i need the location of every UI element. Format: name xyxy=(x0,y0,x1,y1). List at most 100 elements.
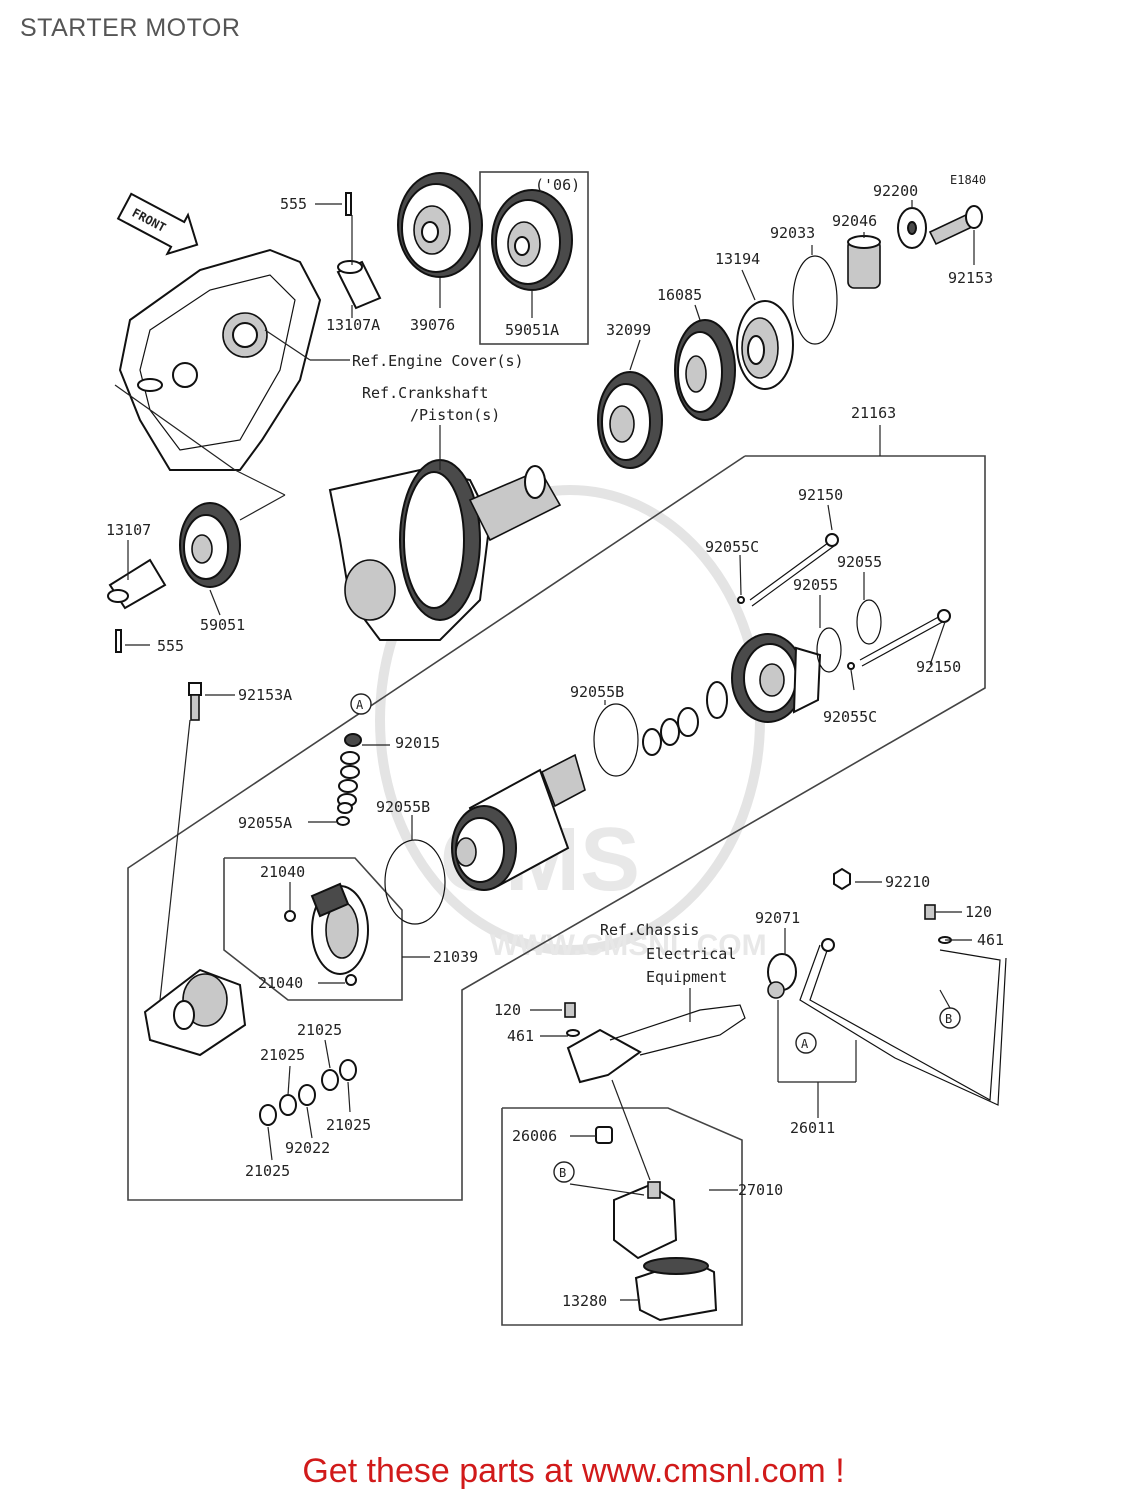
year-variant-label: ('06) xyxy=(535,176,580,194)
page-title: STARTER MOTOR xyxy=(20,14,241,42)
shaft-13107 xyxy=(107,558,167,610)
dowel-pin-555-bottom xyxy=(115,629,122,653)
part-label: 92210 xyxy=(885,873,930,891)
part-label: 92055B xyxy=(376,798,430,816)
starter-end-cover xyxy=(731,633,822,723)
ref-chassis-1: Ref.Chassis xyxy=(600,921,699,939)
ref-chassis-2: Electrical xyxy=(646,945,736,963)
o-ring-92055b-top xyxy=(593,703,639,777)
leader-lines xyxy=(114,200,975,1301)
relay-bracket xyxy=(564,1002,746,1084)
tag-b-left xyxy=(553,1161,575,1183)
brush-holder-21039 xyxy=(284,882,369,986)
gear-59051a xyxy=(491,189,573,291)
circlip-92033 xyxy=(792,255,838,345)
part-label: 21163 xyxy=(851,404,896,422)
svg-text:A: A xyxy=(801,1037,809,1051)
assembly-frame-21163 xyxy=(127,455,986,1201)
engine-cover xyxy=(118,248,322,471)
part-label: 92150 xyxy=(916,658,961,676)
svg-text:B: B xyxy=(559,1166,566,1180)
gear-32099 xyxy=(597,371,663,469)
gear-16085 xyxy=(674,319,736,421)
part-label: 92015 xyxy=(395,734,440,752)
bolt-120-right xyxy=(924,904,952,944)
ref-engine-cover: Ref.Engine Cover(s) xyxy=(352,352,524,370)
part-label: 13280 xyxy=(562,1292,607,1310)
front-arrow-icon: FRONT xyxy=(116,192,199,256)
washer-92200 xyxy=(897,207,927,249)
watermark-url: WWW.CMSNL.COM xyxy=(490,929,767,962)
cap-92071 xyxy=(767,953,797,999)
part-label: 92055A xyxy=(238,814,292,832)
needle-bearing-92046 xyxy=(847,235,881,289)
crankshaft xyxy=(328,459,562,641)
relay-frame-27010 xyxy=(501,1107,743,1326)
stacked-washers xyxy=(336,733,362,826)
part-label: 92071 xyxy=(755,909,800,927)
starter-relay-27010 xyxy=(613,1181,678,1260)
part-label: 92055C xyxy=(705,538,759,556)
part-label: 21025 xyxy=(245,1162,290,1180)
part-label: 92200 xyxy=(873,182,918,200)
o-ring-92055-b xyxy=(856,599,882,645)
relay-cap-26006 xyxy=(595,1126,613,1144)
part-label: 555 xyxy=(280,195,307,213)
long-bolt-92150-top xyxy=(749,539,833,601)
part-label: 555 xyxy=(157,637,184,655)
relay-boot-13280 xyxy=(634,1257,718,1322)
dowel-pin-555-top xyxy=(345,192,352,216)
shims xyxy=(642,681,728,756)
o-ring-92055c-bot xyxy=(847,662,855,670)
part-label: 92153A xyxy=(238,686,292,704)
o-ring-92055-a xyxy=(816,627,842,673)
part-label: 461 xyxy=(977,931,1004,949)
washers-21025 xyxy=(259,1059,357,1126)
shaft-13107a xyxy=(336,260,382,310)
part-label: 21025 xyxy=(297,1021,342,1039)
part-label: 92055C xyxy=(823,708,877,726)
ref-crankshaft-2: /Piston(s) xyxy=(410,406,500,424)
part-label: 461 xyxy=(507,1027,534,1045)
part-label: 13194 xyxy=(715,250,760,268)
diagram-code: E1840 xyxy=(950,173,986,187)
part-label: 39076 xyxy=(410,316,455,334)
starter-cable-26011 xyxy=(799,938,1007,1106)
bolt-92153 xyxy=(928,205,983,246)
part-label: 59051A xyxy=(505,321,559,339)
part-label: 27010 xyxy=(738,1181,783,1199)
part-label: 120 xyxy=(494,1001,521,1019)
gear-59051 xyxy=(179,502,241,588)
o-ring-92055c-top xyxy=(737,596,745,604)
tag-a-top xyxy=(350,693,372,715)
part-label: 32099 xyxy=(606,321,651,339)
part-numbers: 555 13107A 39076 59051A 92200 92046 9203… xyxy=(106,182,1004,1310)
part-label: 16085 xyxy=(657,286,702,304)
part-label: 92153 xyxy=(948,269,993,287)
part-label: 92055 xyxy=(837,553,882,571)
part-label: 120 xyxy=(965,903,992,921)
part-label: 26011 xyxy=(790,1119,835,1137)
ref-chassis-3: Equipment xyxy=(646,968,727,986)
part-label: 21039 xyxy=(433,948,478,966)
part-label: 92150 xyxy=(798,486,843,504)
reference-tags: A A B B xyxy=(350,693,961,1183)
brush-holder-frame-21039 xyxy=(223,857,403,1001)
tag-b-right xyxy=(939,1007,961,1029)
part-label: 59051 xyxy=(200,616,245,634)
part-label: 92055B xyxy=(570,683,624,701)
footer-link[interactable]: Get these parts at www.cmsnl.com ! xyxy=(302,1452,845,1490)
tag-a-bottom xyxy=(795,1032,817,1054)
part-label: 21025 xyxy=(260,1046,305,1064)
nut-92210 xyxy=(833,867,851,891)
one-way-clutch-13194 xyxy=(736,300,794,390)
part-label: 92022 xyxy=(285,1139,330,1157)
ref-crankshaft-1: Ref.Crankshaft xyxy=(362,384,488,402)
bolt-92153a xyxy=(188,682,202,721)
part-label: 13107A xyxy=(326,316,380,334)
part-label: 92033 xyxy=(770,224,815,242)
o-ring-92055b-mid xyxy=(384,839,446,925)
part-label: 21025 xyxy=(326,1116,371,1134)
part-label: 92046 xyxy=(832,212,877,230)
